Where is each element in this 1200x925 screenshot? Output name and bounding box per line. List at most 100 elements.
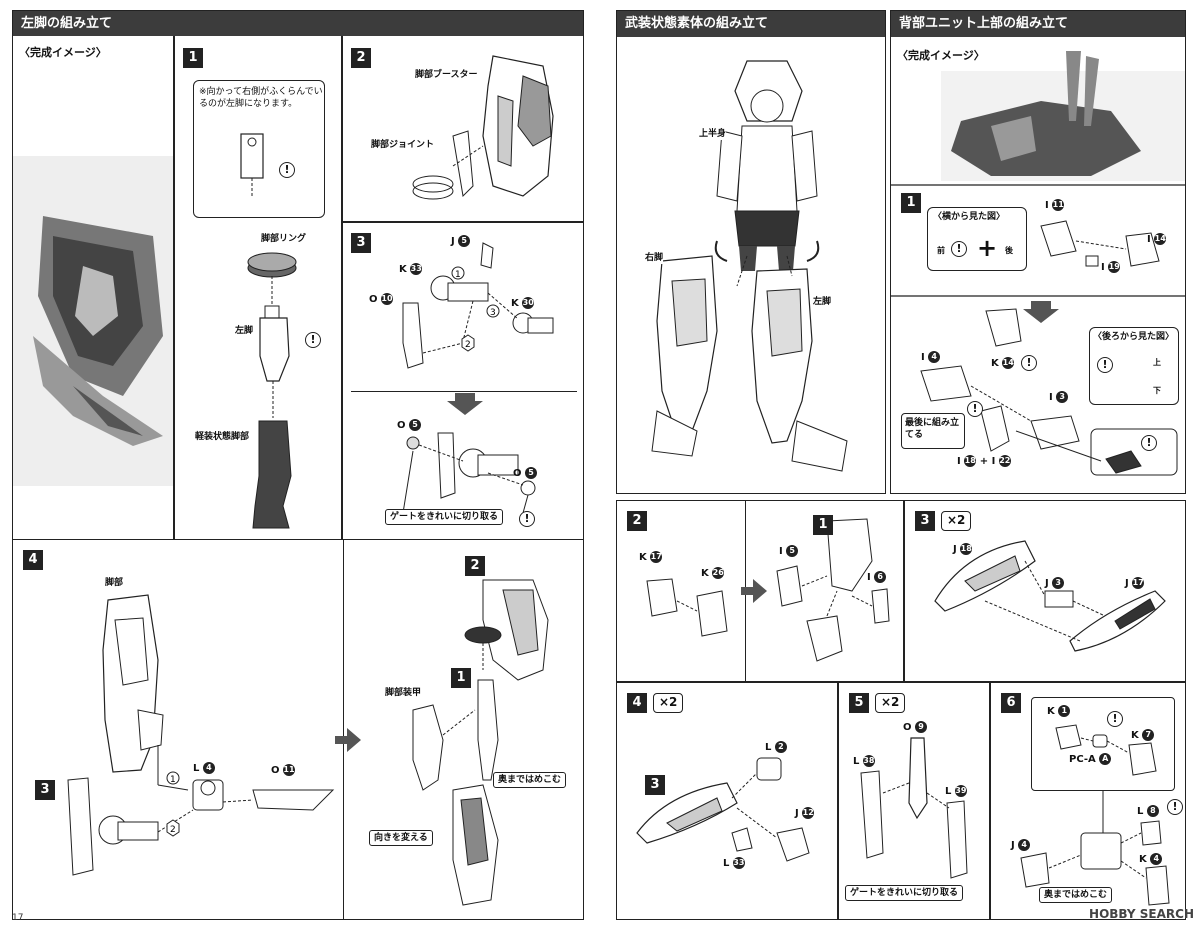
part-j17-label: J 17 [1125,577,1145,589]
booster-label: 脚部ブースター [415,70,478,81]
multiplier-badge: ×2 [875,693,906,713]
rear-view-title: 〈後ろから見た図〉 [1093,332,1175,342]
substep-a: 3 [35,780,55,800]
step-number: 2 [627,511,647,531]
part-i4-label: I 4 [921,351,941,364]
step1-illustration [891,220,1185,476]
step4-panel: 4 1 2 [12,540,584,920]
part-j4-label: J 4 [1011,839,1031,852]
last-assembly-note-box [901,413,965,449]
rear-view-down: 下 [1153,386,1161,395]
armed-body-section: 武装状態素体の組み立て 上半身 右脚 左脚 [616,10,886,494]
svg-text:2: 2 [170,825,176,835]
warning-icon: ! [1141,435,1157,451]
svg-text:2: 2 [465,340,471,350]
part-i3-label: I 3 [1049,391,1069,404]
multiplier-badge: ×2 [941,511,972,531]
complete-image-label: 〈完成イメージ〉 [897,49,985,62]
warning-icon: ! [1021,355,1037,371]
section-title: 左脚の組み立て [13,11,583,37]
part-pca-label: PC-A A [1069,753,1112,766]
page-number: 17 [12,913,24,923]
part-j3-label: J 3 [1045,577,1065,590]
step-number: 4 [627,693,647,713]
joint-label: 脚部ジョイント [371,140,435,151]
rotate-callout: 向きを変える [369,830,433,846]
side-view-front: 前 [937,246,945,255]
side-view-title: 〈横から見た図〉 [933,212,1006,222]
armed-body-illustration [651,60,848,472]
leg-ring-label: 脚部リング [261,234,307,245]
warning-icon: ! [1107,711,1123,727]
complete-image-label: 〈完成イメージ〉 [19,46,107,59]
svg-text:3: 3 [490,308,496,318]
left-leg-label: 左脚 [235,326,254,337]
leg-label: 脚部 [105,578,124,589]
part-k4-label: K 4 [1139,853,1163,866]
rear-view-up: 上 [1153,358,1161,367]
part-l39-label: L 39 [945,785,967,797]
part-k30-label: K 30 [511,297,535,309]
part-l2-label: L 2 [765,741,787,754]
part-i11-label: I 11 [1045,199,1065,211]
part-i5-label: I 5 [779,545,799,558]
push-in-callout: 奥まではめこむ [1039,887,1113,903]
substep-b: 2 [465,556,485,576]
gate-cut-callout: ゲートをきれいに切り取る [845,885,964,901]
part-l4-label: L 4 [193,762,215,775]
step-number: 1 [901,193,921,213]
warning-icon: ! [1097,357,1113,373]
part-k17-label: K 17 [639,551,663,563]
note-text: ※向かって右側がふくらんでいるのが左脚になります。 [199,87,323,109]
back-unit-section: 背部ユニット上部の組み立て 〈完成イメージ〉 1 〈横から見た図〉 前 ! + … [890,10,1186,494]
step-number: 4 [23,550,43,570]
side-view-back: 後 [1005,246,1013,255]
svg-text:1: 1 [170,775,176,785]
part-k1-label: K 1 [1047,705,1071,718]
part-j18-label: J 18 [953,543,973,555]
step3-illustration: 1 3 2 [402,242,554,514]
step1-panel: 1 ※向かって右側がふくらんでいるのが左脚になります。 ! 脚部リング 左脚 !… [174,36,342,540]
step2-panel: 2 1 K 17 K 26 I 5 I 6 [616,500,904,682]
part-o5a-label: O 5 [397,419,421,432]
step6-illustration [1020,724,1170,906]
armor-label: 脚部装甲 [385,688,422,699]
substep-c: 1 [451,668,471,688]
step3-illustration [934,540,1166,652]
step3-panel: 3 1 3 2 [342,222,584,540]
part-o5b-label: O 5 [513,467,537,480]
left-leg-label: 左脚 [813,297,832,308]
step6-panel: 6 K 1 ! K 7 PC-A A L 8 ! J 4 K 4 奥まではめこむ [990,682,1186,920]
right-page: 武装状態素体の組み立て 上半身 右脚 左脚 [600,0,1200,925]
part-o9-label: O 9 [903,721,927,734]
divider [351,391,577,392]
step2-illustration [646,518,890,662]
push-in-callout: 奥まではめこむ [493,772,567,788]
step-number: 3 [351,233,371,253]
step5-illustration [860,737,968,879]
section-title: 背部ユニット上部の組み立て [891,11,1185,37]
part-l38-label: L 38 [853,755,875,767]
step2-panel: 2 脚部ブースター 脚部ジョイント [342,36,584,222]
divider [343,540,344,919]
upper-body-label: 上半身 [699,129,727,140]
step3-panel: 3 ×2 J 18 J 3 J 17 [904,500,1186,682]
inner-step-number: 3 [645,775,665,795]
part-i6-label: I 6 [867,571,887,584]
light-leg-label: 軽装状態脚部 [195,432,250,443]
part-k33-label: K 33 [399,263,423,275]
right-leg-label: 右脚 [645,253,664,264]
part-j12-label: J 12 [795,807,815,819]
warning-icon: ! [951,241,967,257]
complete-image-illustration [13,156,173,486]
gate-cut-callout: ゲートをきれいに切り取る [385,509,504,525]
left-page: 左脚の組み立て 〈完成イメージ〉 1 ※向かって右側がふくらんでいるのが左脚にな… [12,10,584,923]
part-l8-label: L 8 [1137,805,1159,818]
step1-detail-part [240,56,297,529]
part-i19-label: I 19 [1101,261,1121,273]
step-number: 5 [849,693,869,713]
complete-image-panel: 〈完成イメージ〉 [12,36,174,540]
warning-icon: ! [1167,799,1183,815]
part-k14-label: K 14 [991,357,1015,369]
part-i18-i22-label: I 18 + I 22 [957,455,1011,467]
